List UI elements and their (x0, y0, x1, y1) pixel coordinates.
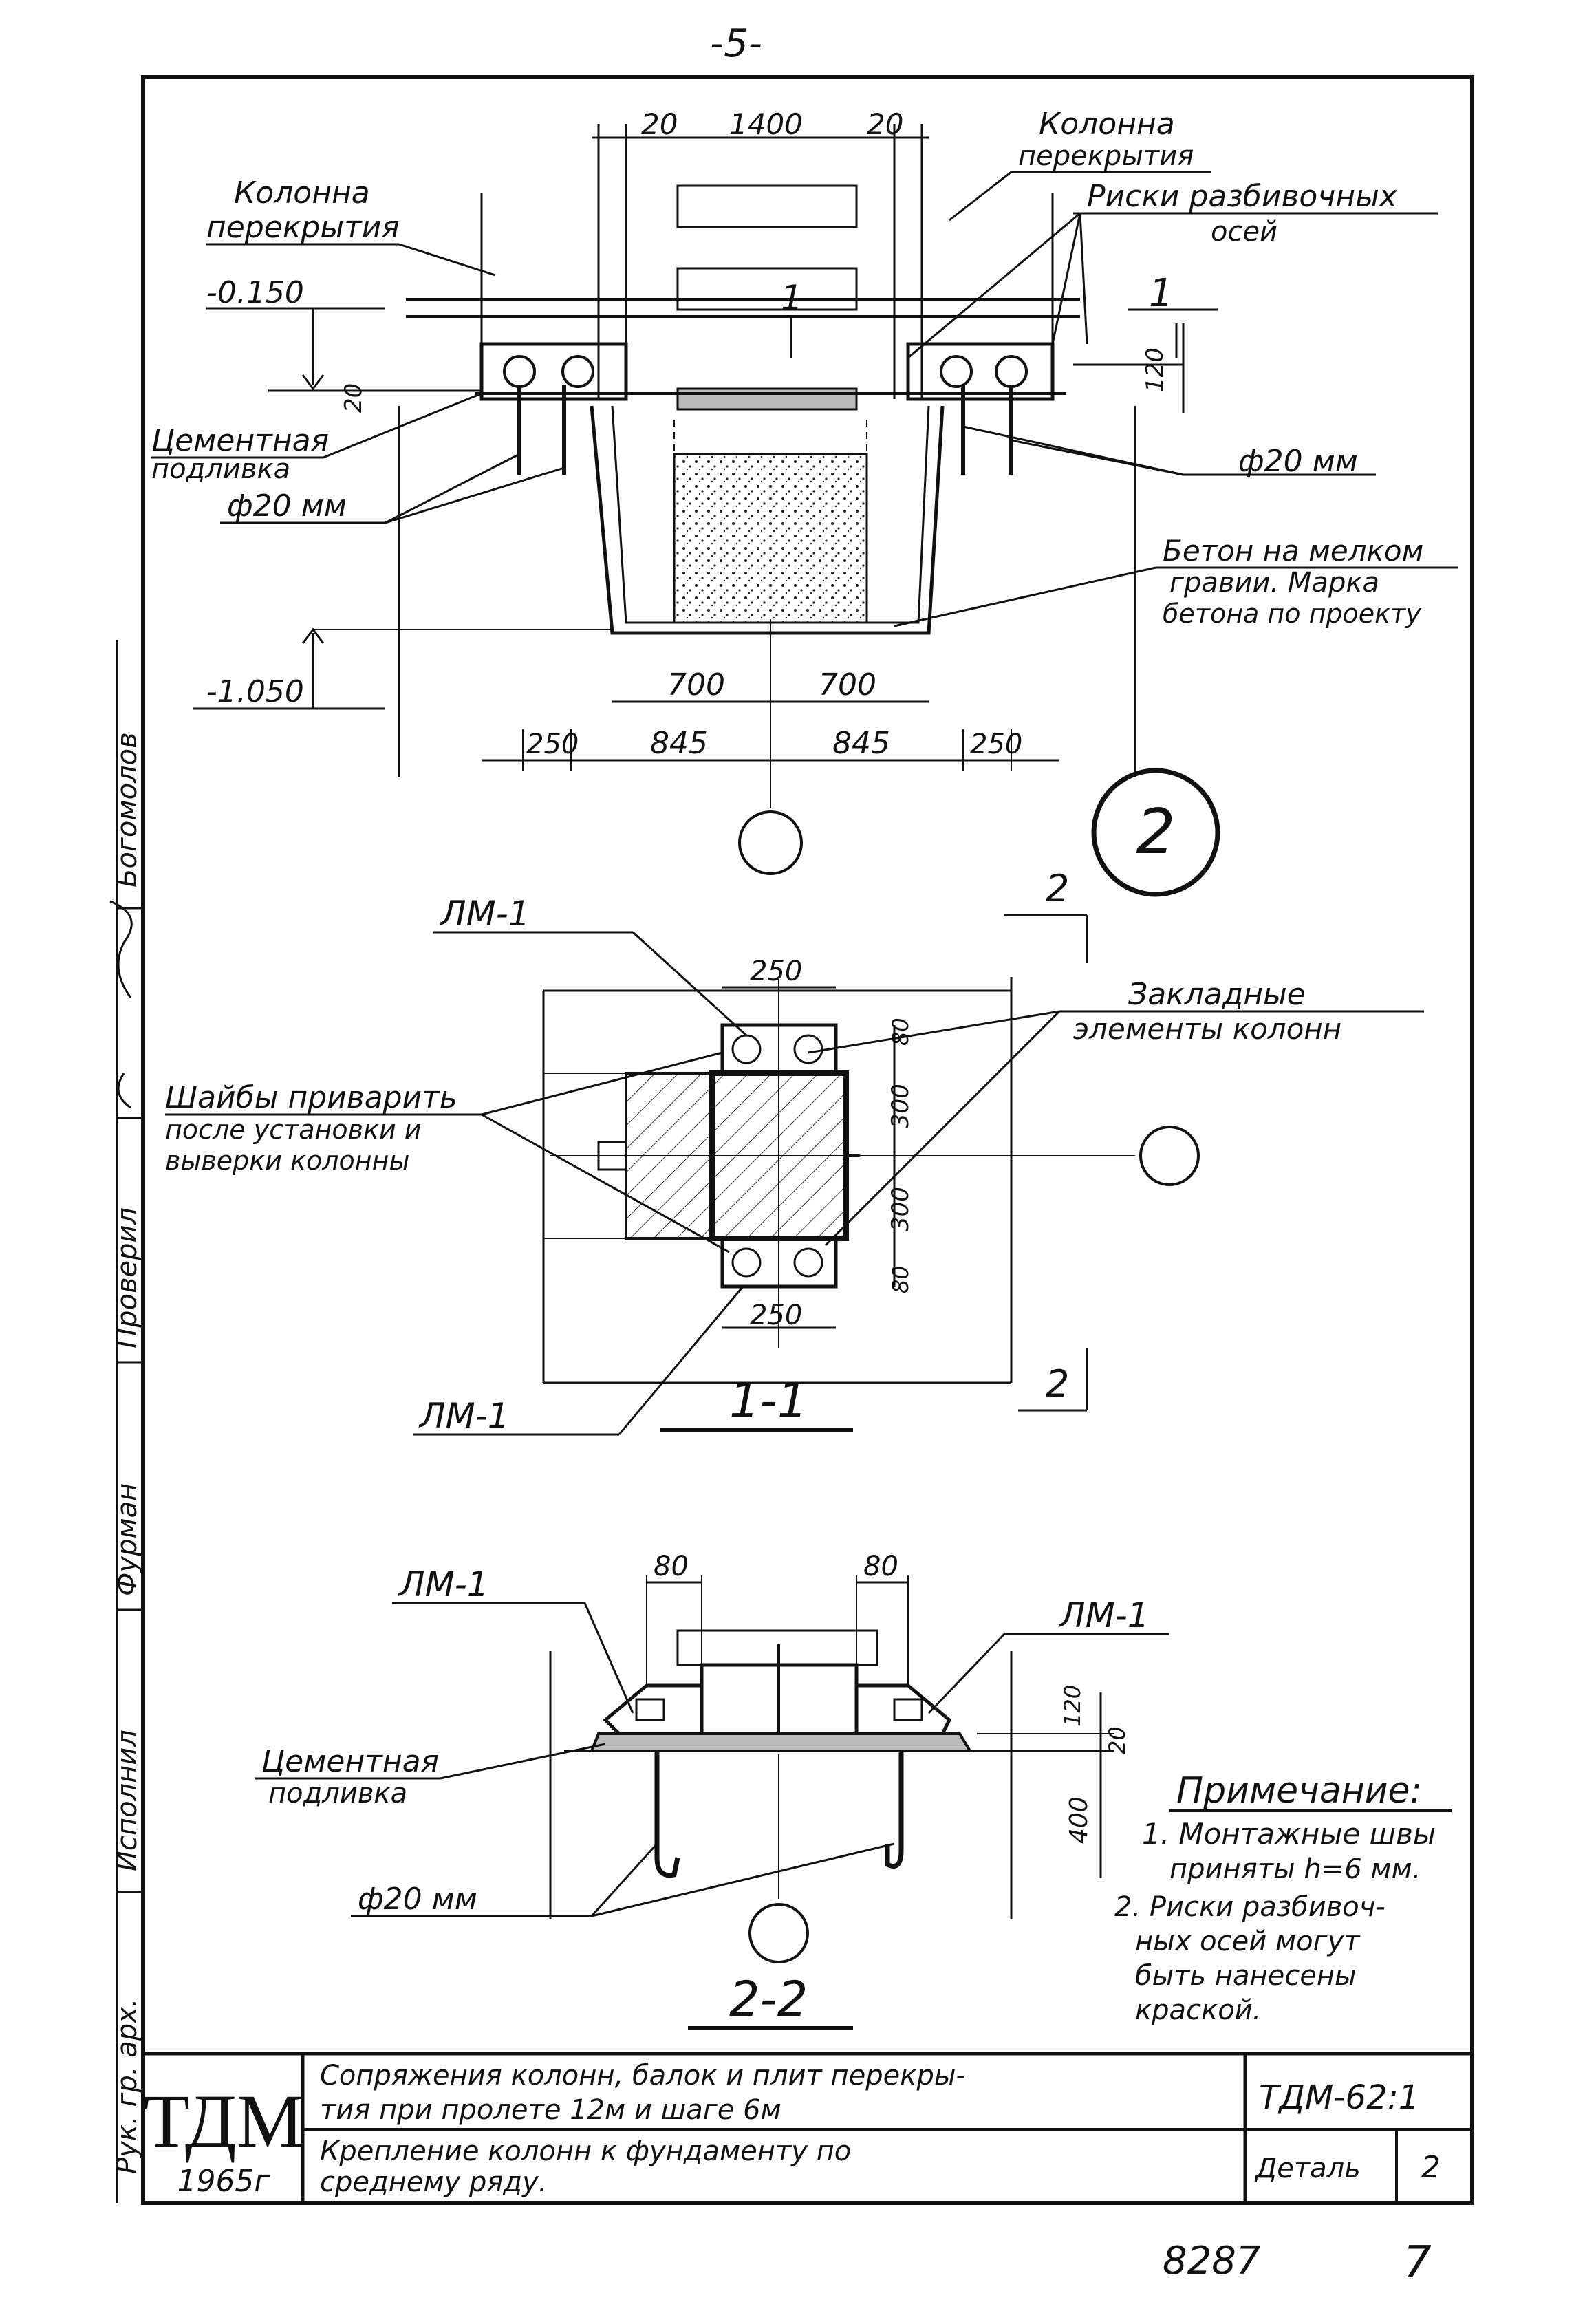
dim-700-right: 700 (819, 667, 876, 702)
detail-mark: 2 (1136, 796, 1175, 868)
label-concrete-3: бетона по проекту (1163, 599, 1421, 629)
label-cement-22-2: подливка (268, 1778, 407, 1809)
label-embedded-2: элементы колонн (1073, 1012, 1341, 1046)
notes-heading: Примечание: (1176, 1770, 1422, 1811)
subtitle-line-2: среднему ряду. (320, 2166, 547, 2198)
title-year: 1965г (177, 2164, 270, 2199)
section-mark-1-right: 1 (1149, 271, 1174, 316)
section-title-2-2: 2-2 (729, 1971, 808, 2027)
axis-circle-2 (1139, 1126, 1200, 1186)
dim-120-right: 120 (1141, 347, 1169, 392)
note-line-4: ных осей могут (1135, 1926, 1361, 1957)
dim-top-right: 20 (867, 107, 903, 141)
subtitle-line-1: Крепление колонн к фундаменту по (320, 2135, 851, 2167)
stamp-bogomolov: Богомолов (111, 732, 143, 887)
signature-scribble (109, 900, 133, 1109)
dim-700-left: 700 (667, 667, 725, 702)
label-bolt-right: ф20 мм (1238, 444, 1358, 479)
label-cement-22-1: Цементная (261, 1744, 439, 1779)
sheet-frame (141, 75, 1474, 2205)
stamp-checked: Проверил (111, 1207, 143, 1348)
label-lm-plan-top: ЛМ-1 (439, 894, 530, 934)
dim-top-center: 1400 (729, 107, 803, 141)
section-2-2: 80 80 120 20 400 ЛМ-1 ЛМ-1 Цементная под… (255, 1551, 1169, 2030)
label-cement-1: Цементная (151, 423, 329, 458)
note-line-6: краской. (1135, 1994, 1261, 2026)
label-bolt-22: ф20 мм (358, 1882, 477, 1917)
detail-mark-circle (1091, 768, 1220, 897)
title-block: ТДМ 1965г Сопряжения колонн, балок и пли… (143, 2052, 1472, 2203)
dim-plan-bottom: 250 (750, 1300, 802, 1331)
label-column-left-2: перекрытия (206, 210, 400, 245)
side-stamp: Богомолов Проверил Фурман Исполнил Рук. … (109, 640, 143, 2203)
dim-plan-300-top: 300 (887, 1084, 914, 1128)
dim-plan-80-bottom: 80 (887, 1265, 914, 1293)
section-1-elevation: 20 1400 20 (151, 107, 1458, 897)
note-line-5: быть нанесены (1135, 1960, 1357, 1992)
title-line-1: Сопряжения колонн, балок и плит перекры- (320, 2060, 966, 2091)
label-concrete-2: гравии. Марка (1169, 567, 1379, 599)
dim-22-80-left: 80 (654, 1551, 689, 1582)
label-lm-22-right: ЛМ-1 (1058, 1595, 1150, 1635)
label-lm-22-left: ЛМ-1 (398, 1564, 489, 1604)
title-detail-label: Деталь (1254, 2153, 1361, 2184)
page-number: -5- (710, 21, 762, 66)
dim-plan-80-top: 80 (887, 1018, 914, 1046)
label-bolt-left: ф20 мм (227, 488, 347, 524)
dim-plan-top: 250 (750, 956, 802, 987)
section-title-1-1: 1-1 (729, 1373, 808, 1429)
dim-845-left: 845 (650, 726, 708, 761)
label-embedded-1: Закладные (1128, 977, 1306, 1012)
bottom-number-right: 7 (1403, 2237, 1432, 2288)
note-line-2: приняты h=6 мм. (1169, 1853, 1421, 1885)
note-line-3: 2. Риски разбивоч- (1114, 1891, 1385, 1923)
title-line-2: тия при пролете 12м и шаге 6м (320, 2094, 781, 2126)
title-org: ТДМ (143, 2079, 303, 2163)
note-line-1: 1. Монтажные швы (1142, 1817, 1436, 1851)
dim-250-right: 250 (970, 729, 1022, 760)
label-risks-1: Риски разбивочных (1087, 179, 1398, 214)
section-mark-2-top: 2 (1046, 867, 1069, 910)
label-column-right-2: перекрытия (1018, 140, 1194, 172)
label-column-right-1: Колонна (1039, 107, 1175, 142)
stamp-head-arch: Рук. гр. арх. (111, 1998, 143, 2174)
label-washers-3: выверки колонны (165, 1145, 409, 1176)
dim-22-400: 400 (1065, 1796, 1093, 1844)
dim-top-left: 20 (641, 107, 678, 141)
dim-22-120: 120 (1059, 1685, 1086, 1727)
stamp-executed: Исполнил (111, 1730, 143, 1871)
notes-block: Примечание: 1. Монтажные швы приняты h=6… (1114, 1770, 1452, 2026)
dim-plan-300-bottom: 300 (887, 1187, 914, 1231)
section-1-1-plan: 250 250 80 300 300 80 2 2 ЛМ-1 Закладные… (165, 867, 1424, 1436)
level-bottom: -1.050 (206, 674, 304, 709)
stamp-furman: Фурман (111, 1483, 143, 1596)
axis-circle-1 (738, 810, 803, 875)
label-risks-2: осей (1211, 216, 1277, 248)
level-top: -0.150 (206, 275, 304, 310)
dim-22-20: 20 (1104, 1726, 1130, 1754)
label-column-left-1: Колонна (234, 175, 370, 211)
dim-22-80-right: 80 (863, 1551, 898, 1582)
dim-845-right: 845 (832, 726, 890, 761)
axis-circle-3 (748, 1903, 809, 1963)
section-mark-2-bottom: 2 (1046, 1362, 1069, 1406)
dim-250-left: 250 (526, 729, 579, 760)
bottom-number-left: 8287 (1163, 2239, 1261, 2283)
label-lm-plan-bottom: ЛМ-1 (418, 1396, 510, 1436)
label-cement-2: подливка (151, 453, 290, 485)
title-code: ТДМ-62:1 (1259, 2078, 1419, 2117)
label-washers-2: после установки и (165, 1115, 421, 1145)
label-concrete-1: Бетон на мелком (1163, 534, 1423, 568)
dim-20-left: 20 (340, 383, 367, 413)
label-washers-1: Шайбы приварить (165, 1080, 457, 1115)
section-mark-1-center: 1 (781, 278, 803, 318)
title-detail-value: 2 (1421, 2150, 1441, 2185)
